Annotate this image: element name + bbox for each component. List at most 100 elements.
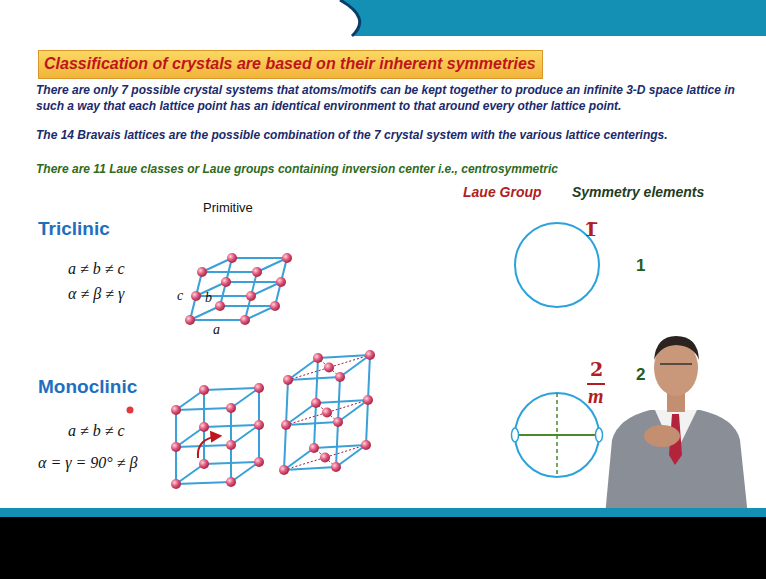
lattice-edge <box>275 258 287 306</box>
lattice-point <box>311 398 321 408</box>
triclinic-cell <box>185 253 292 325</box>
lattice-point <box>199 459 209 469</box>
symmetry-count: 1 <box>636 256 645 276</box>
lattice-edge <box>340 355 370 377</box>
lattice-point <box>276 277 286 287</box>
lattice-point <box>215 301 225 311</box>
lattice-point <box>254 420 264 430</box>
face-diagonal <box>284 445 366 470</box>
lattice-point <box>221 277 231 287</box>
hands <box>644 425 680 447</box>
lattice-point <box>226 440 236 450</box>
lattice-point <box>254 457 264 467</box>
lattice-point <box>191 291 201 301</box>
suit <box>605 410 748 516</box>
lattice-edge <box>190 319 245 321</box>
column-heading: Symmetry elements <box>572 184 704 200</box>
lattice-point <box>227 253 237 263</box>
lattice-point <box>226 477 236 487</box>
monoclinic-centered-cell <box>279 350 375 475</box>
lattice-point <box>171 442 181 452</box>
lattice-point <box>363 395 373 405</box>
lattice-edge <box>176 390 204 410</box>
twofold-symbol <box>596 428 603 442</box>
angle-relation: α ≠ β ≠ γ <box>68 285 124 303</box>
header-bar <box>0 0 766 36</box>
lattice-point <box>283 375 293 385</box>
twofold-axis <box>515 434 599 436</box>
lattice-edge <box>245 272 257 320</box>
lattice-point <box>254 383 264 393</box>
lattice-point <box>171 405 181 415</box>
lattice-point <box>281 420 291 430</box>
lattice-point <box>313 353 323 363</box>
lattice-point <box>331 462 341 472</box>
laue-symbol: m <box>588 385 604 408</box>
lattice-edge <box>190 272 202 320</box>
lattice-point <box>309 443 319 453</box>
note-text: There are only 7 possible crystal system… <box>36 83 762 114</box>
presenter <box>605 336 748 516</box>
lattice-point <box>199 422 209 432</box>
column-heading: Laue Group <box>463 184 542 200</box>
fraction-bar <box>587 383 605 385</box>
twofold-symbol <box>512 428 519 442</box>
lattice-point <box>365 350 375 360</box>
slide-title: Classification of crystals are based on … <box>38 50 543 79</box>
face-diagonal <box>288 355 370 380</box>
lattice-point <box>240 315 250 325</box>
lattice-point <box>252 267 262 277</box>
symmetry-count: 2 <box>636 365 645 385</box>
lattice-point <box>324 363 334 373</box>
lattice-point <box>171 479 181 489</box>
lattice-point <box>185 315 195 325</box>
pointer-dot <box>127 407 134 414</box>
axis-label: b <box>205 290 212 306</box>
lattice-type: Primitive <box>203 200 253 215</box>
lattice-edge <box>284 448 314 470</box>
laue-symbol: 1̅ <box>584 218 597 240</box>
axis-label: a <box>213 322 220 338</box>
lattice-point <box>322 408 332 418</box>
lattice-edge <box>176 464 204 484</box>
header-wedge <box>0 0 360 36</box>
lattice-edge <box>231 462 259 482</box>
lattice-edge <box>286 403 316 425</box>
lattice-point <box>197 267 207 277</box>
lattice-edge <box>220 258 232 306</box>
laue-symbol: 2 <box>590 358 603 380</box>
angle-relation: α = γ = 90° ≠ β <box>38 454 137 472</box>
axis-label: c <box>177 288 183 304</box>
lattice-point <box>270 301 280 311</box>
lattice-edge <box>288 358 318 380</box>
angle-arrow <box>198 436 220 458</box>
lattice-point <box>333 417 343 427</box>
monoclinic-primitive-cell <box>171 383 264 489</box>
lattice-edge <box>176 482 231 484</box>
lattice-edge <box>336 445 366 467</box>
axis-relation: a ≠ b ≠ c <box>68 260 125 278</box>
crystal-system: Monoclinic <box>38 376 137 398</box>
lattice-edge <box>176 427 204 447</box>
crystal-system: Triclinic <box>38 218 110 240</box>
lattice-edge <box>204 388 259 390</box>
lattice-edge <box>231 425 259 445</box>
lattice-point <box>361 440 371 450</box>
lattice-point <box>335 372 345 382</box>
footer-band <box>0 508 766 517</box>
lattice-edge <box>231 388 259 408</box>
glasses <box>660 363 692 365</box>
note-text: There are 11 Laue classes or Laue groups… <box>36 162 762 178</box>
axis-relation: a ≠ b ≠ c <box>68 422 125 440</box>
header-curve <box>340 0 360 36</box>
stereogram-circle <box>515 393 599 477</box>
hair <box>654 336 699 360</box>
lattice-point <box>320 453 330 463</box>
lattice-point <box>199 385 209 395</box>
lattice-edge <box>232 257 287 259</box>
face-diagonal <box>286 400 368 425</box>
footer-black <box>0 517 766 579</box>
lattice-edge <box>338 400 368 422</box>
lattice-point <box>226 403 236 413</box>
